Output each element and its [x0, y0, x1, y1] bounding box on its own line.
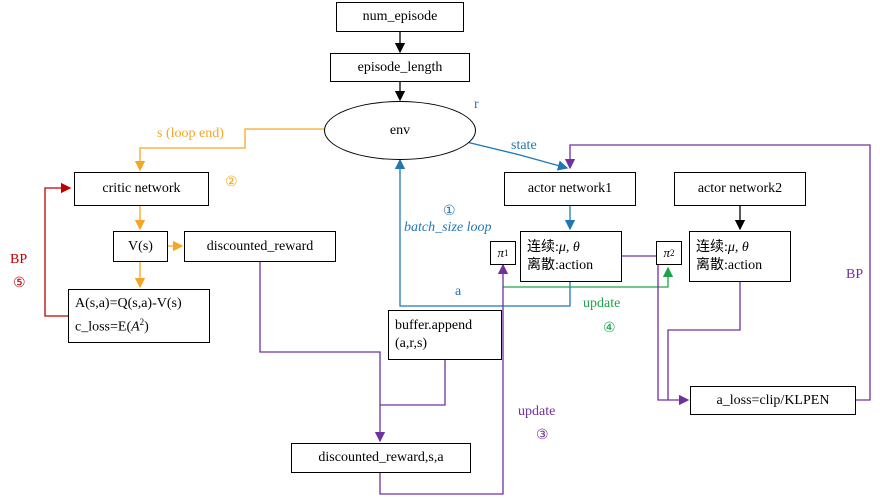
arrow-update-purple	[379, 263, 509, 495]
num-episode-box: num_episode	[336, 2, 464, 32]
num-episode-label: num_episode	[362, 9, 438, 24]
actor-network2-label: actor network2	[697, 181, 783, 196]
label-update-green: update	[583, 296, 621, 311]
actor-network2-box: actor network2	[674, 172, 806, 206]
discounted-reward-sa-box: discounted_reward,s,a	[291, 443, 471, 473]
line-discounted-to-collect	[259, 262, 386, 443]
label-a: a	[455, 284, 462, 299]
critic-network-box: critic network	[74, 172, 209, 206]
env-node: env	[324, 101, 476, 160]
label-update-purple: update	[518, 404, 556, 419]
label-s-loop-end: s (loop end)	[157, 126, 224, 141]
label-circle2: ②	[225, 175, 238, 190]
a-loss-label: a_loss=clip/KLPEN	[716, 392, 830, 408]
label-circle3: ③	[536, 428, 549, 443]
env-label: env	[389, 122, 411, 138]
label-circle4: ④	[603, 321, 616, 336]
arrow-bp-right	[564, 144, 871, 401]
actor2-output-box: 连续:μ, θ 离散:action	[689, 231, 791, 282]
actor1-output-box: 连续:μ, θ 离散:action	[520, 231, 622, 282]
advantage-line1: A(s,a)=Q(s,a)-V(s)	[75, 296, 182, 312]
discounted-reward-box: discounted_reward	[184, 231, 336, 262]
actor1-line2: 离散:action	[527, 257, 594, 273]
arrow-env-to-critic	[134, 128, 324, 172]
arrow-action-to-env	[394, 158, 571, 307]
actor2-line1: 连续:μ, θ	[696, 239, 749, 255]
discounted-reward-sa-label: discounted_reward,s,a	[318, 450, 444, 465]
advantage-line2: c_loss=E(A2)	[75, 317, 149, 335]
episode-length-label: episode_length	[357, 59, 443, 75]
label-state: state	[511, 138, 537, 153]
buffer-append-box: buffer.append (a,r,s)	[388, 310, 502, 360]
line-buffer-to-collect	[380, 360, 446, 406]
actor2-line2: 离散:action	[696, 257, 763, 273]
label-batch-size-loop: batch_size loop	[404, 220, 492, 235]
label-r: r	[474, 97, 479, 112]
buffer-line2: (a,r,s)	[395, 336, 428, 351]
discounted-reward-label: discounted_reward	[206, 238, 314, 254]
label-circle1: ①	[443, 204, 456, 219]
label-bp-right: BP	[846, 267, 864, 282]
a-loss-box: a_loss=clip/KLPEN	[690, 386, 856, 415]
actor-network1-label: actor network1	[527, 181, 613, 196]
actor1-line1: 连续:μ, θ	[527, 239, 580, 255]
label-bp-left: BP	[10, 252, 28, 267]
label-circle5: ⑤	[13, 276, 26, 291]
arrow-update-green	[503, 266, 674, 288]
advantage-box: A(s,a)=Q(s,a)-V(s) c_loss=E(A2)	[68, 289, 210, 343]
buffer-line1: buffer.append	[395, 318, 473, 333]
episode-length-box: episode_length	[330, 53, 470, 82]
critic-network-label: critic network	[102, 181, 181, 196]
arrow-bp-left	[44, 182, 72, 317]
line-actor2-to-aloss	[667, 282, 741, 400]
actor-network1-box: actor network1	[504, 172, 636, 206]
vs-box: V(s)	[113, 231, 168, 262]
line-actor1-to-aloss	[622, 255, 690, 406]
arrow-env-to-actor1	[449, 137, 569, 171]
vs-label: V(s)	[128, 238, 153, 254]
